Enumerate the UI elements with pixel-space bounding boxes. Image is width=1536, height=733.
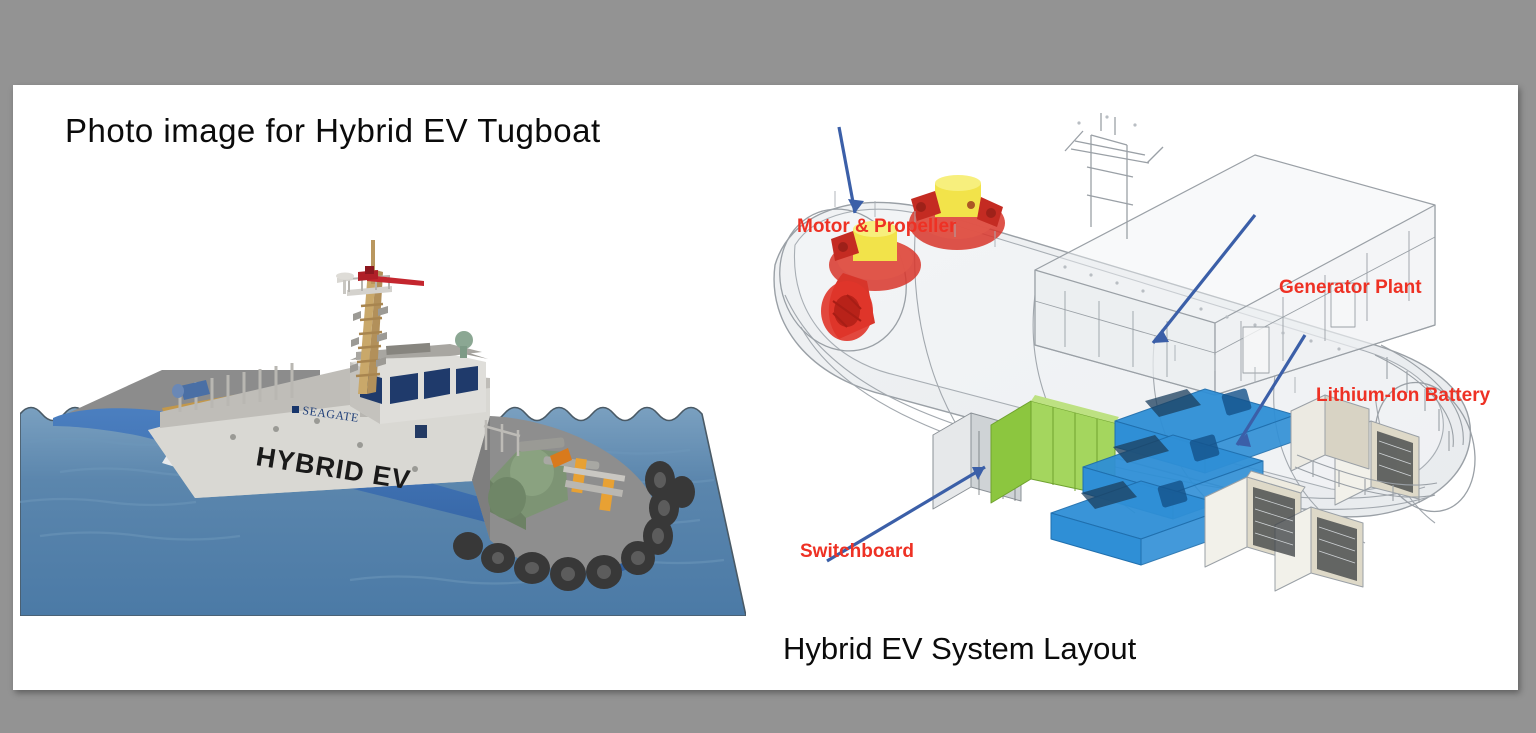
mast-wireframe: [1064, 113, 1164, 239]
searchlight: [455, 331, 473, 358]
winch-machinery: [488, 437, 600, 530]
page-title: Photo image for Hybrid EV Tugboat: [65, 112, 601, 149]
tire-fenders: [453, 461, 695, 591]
switchboard-units: [932, 395, 1119, 510]
callout-label-switchboard: Switchboard: [800, 541, 915, 562]
hull-stanchions: [834, 191, 1296, 393]
callout-label-generator-plant: Generator Plant: [1279, 277, 1422, 298]
bow-fitting: [172, 380, 210, 400]
leader-battery: [1235, 334, 1307, 446]
system-layout-panel: [735, 95, 1515, 635]
aft-railing: [483, 420, 521, 456]
tugboat-render-image: HYBRID EV SEAGATE: [20, 180, 746, 616]
leader-generator: [1151, 214, 1257, 344]
motor-propeller-assembly: [821, 175, 1005, 341]
hull-detail-dots: [1063, 115, 1341, 351]
callout-label-lithium-ion-battery: Lithium-Ion Battery: [1316, 385, 1491, 406]
tugboat-photo-panel: HYBRID EV SEAGATE: [20, 180, 746, 616]
hybrid-ev-system-diagram: [773, 113, 1476, 592]
deck-bollards: [550, 448, 626, 512]
layout-caption: Hybrid EV System Layout: [783, 631, 1137, 666]
deckhouse-wireframe: [1034, 154, 1436, 396]
callout-label-motor-propeller: Motor & Propeller: [797, 216, 957, 237]
leader-switchboard: [826, 465, 986, 563]
callout-leaders: [826, 126, 1307, 563]
battery-cabinets: [1204, 394, 1420, 592]
leader-motor: [837, 126, 857, 214]
callout-arrowheads: [848, 199, 1251, 480]
mast: [336, 240, 424, 394]
presentation-slide: Photo image for Hybrid EV Tugboat: [13, 85, 1518, 690]
bow-railing-wireframe: [1294, 344, 1464, 503]
